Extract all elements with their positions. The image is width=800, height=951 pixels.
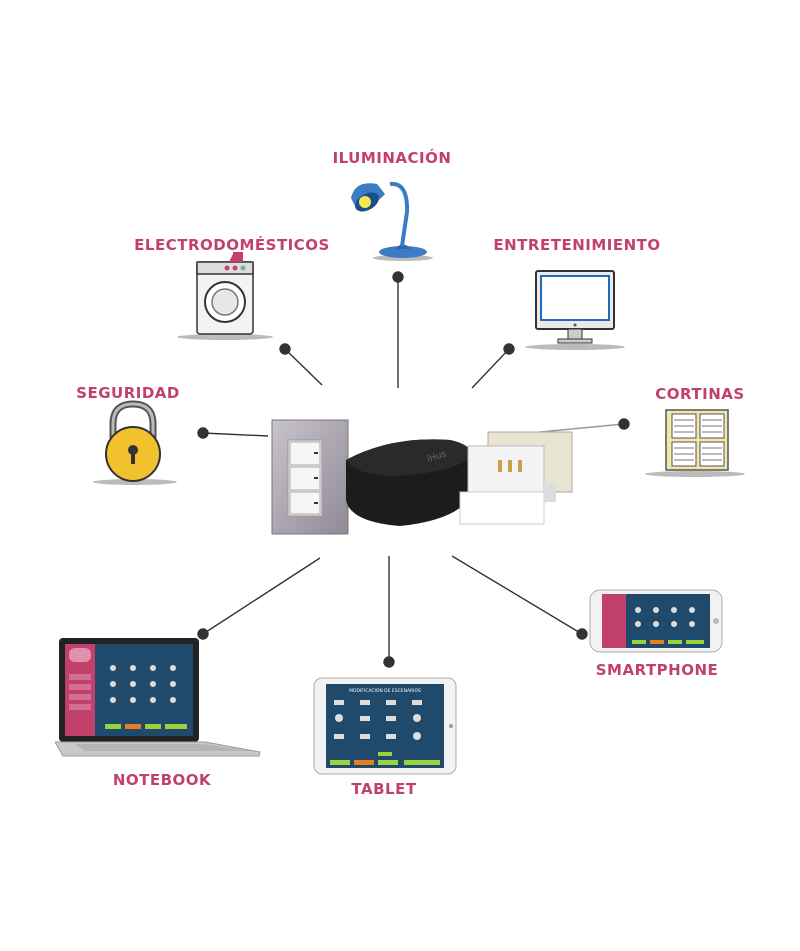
label-tablet: TABLET <box>351 780 417 798</box>
wall-switch-panel <box>271 419 349 535</box>
node-smartphone <box>576 628 588 640</box>
hub-device: iHus <box>346 439 474 526</box>
label-smartphone: SMARTPHONE <box>595 661 719 679</box>
label-electrodomesticos: ELECTRODOMÉSTICOS <box>134 236 330 254</box>
connector-cortinas <box>539 423 625 433</box>
relay-module <box>459 431 573 525</box>
connector-notebook <box>202 557 321 635</box>
connector-electrodomesticos <box>284 348 323 386</box>
label-iluminacion: ILUMINACIÓN <box>332 149 452 167</box>
curtains-icon <box>645 409 745 477</box>
connector-smartphone <box>451 555 583 635</box>
label-cortinas: CORTINAS <box>655 385 745 403</box>
connector-seguridad <box>202 432 269 437</box>
connector-entretenimiento <box>471 348 510 389</box>
node-electrodomesticos <box>279 343 291 355</box>
padlock-icon <box>93 400 177 485</box>
smartphone-device <box>589 589 723 653</box>
lamp-icon <box>351 181 433 261</box>
node-notebook <box>197 628 209 640</box>
monitor-icon <box>525 270 625 350</box>
label-entretenimiento: ENTRETENIMIENTO <box>493 236 661 254</box>
node-tablet <box>383 656 395 668</box>
tablet-device: MODIFICACIÓN DE ESCENARIOS <box>313 677 457 775</box>
label-seguridad: SEGURIDAD <box>76 384 180 402</box>
label-notebook: NOTEBOOK <box>112 771 212 789</box>
node-seguridad <box>197 427 209 439</box>
tablet-screen-title: MODIFICACIÓN DE ESCENARIOS <box>349 687 421 694</box>
notebook-device <box>55 638 261 757</box>
node-entretenimiento <box>503 343 515 355</box>
node-cortinas <box>618 418 630 430</box>
node-iluminacion <box>392 271 404 283</box>
washing-machine-icon <box>177 252 273 340</box>
